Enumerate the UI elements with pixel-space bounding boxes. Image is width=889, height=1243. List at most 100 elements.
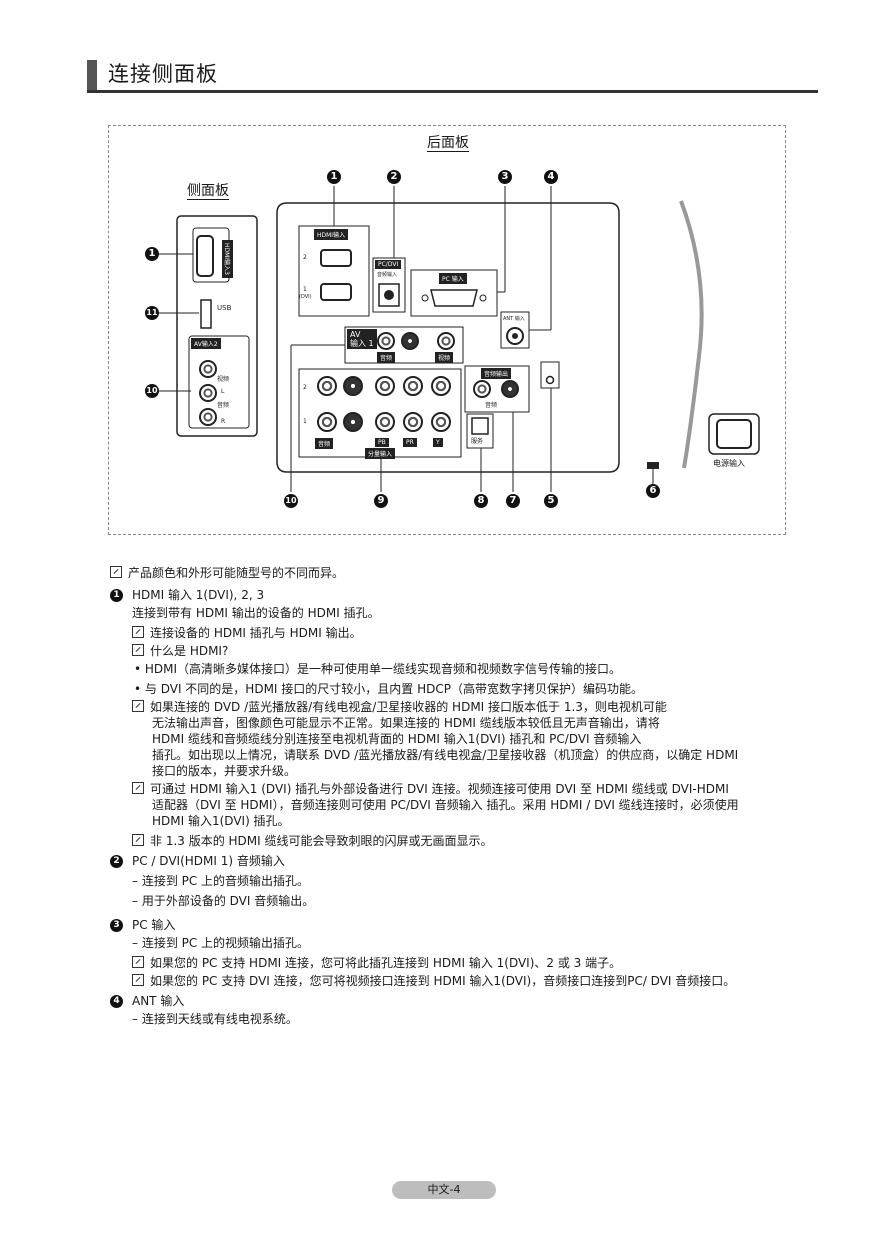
headphone-block [540, 361, 560, 389]
ant-center [512, 333, 518, 339]
callout-5: 5 [544, 494, 558, 508]
section-1-note-3-l4: 插孔。如出现以上情况，请联系 DVD /蓝光播放器/有线电视盒/卫星接收器（机顶… [152, 748, 739, 762]
section-4-title: ANT 输入 [132, 994, 185, 1008]
comp-pr-label: PR [403, 438, 417, 447]
section-1-note-4-l3: HDMI 输入1(DVI) 插孔。 [152, 814, 290, 828]
pc-in-label: PC 输入 [439, 273, 467, 284]
comp1-y [431, 412, 451, 432]
callout-10: 10 [284, 494, 298, 508]
section-1-note-4-l2: 适配器（DVI 至 HDMI），音频连接则可使用 PC/DVI 音频输入 插孔。… [152, 798, 739, 812]
section-bullet-1: 1 [110, 589, 123, 602]
hdmi-row-1-sub: (DVI) [299, 294, 312, 300]
headphone-jack [545, 375, 555, 385]
comp1-audio-r [343, 412, 363, 432]
callout-1-side: 1 [145, 247, 159, 261]
comp2-pb [375, 376, 395, 396]
comp-row-1: 1 [303, 418, 307, 425]
memo-icon [132, 644, 144, 656]
memo-icon [132, 700, 144, 712]
comp-pb-label: PB [375, 438, 389, 447]
service-port [471, 417, 489, 435]
side-panel-label: 侧面板 [187, 183, 229, 199]
side-hdmi-label: HDMI输入3 [222, 240, 233, 278]
diagram-drawing [159, 186, 760, 492]
av1-label: AV 输入 1 [347, 329, 377, 349]
hdmi-row-1: 1 [303, 286, 307, 293]
callout-4: 4 [544, 170, 558, 184]
section-3-note-2: 如果您的 PC 支持 DVI 连接，您可将视频接口连接到 HDMI 输入1(DV… [132, 973, 735, 989]
callout-10-side: 10 [145, 384, 159, 398]
side-av2-label: AV输入2 [191, 338, 221, 349]
callout-1: 1 [327, 170, 341, 184]
section-1-note-2: 什么是 HDMI? [132, 643, 228, 659]
pcdvi-jack [384, 290, 394, 300]
side-audio-label: 音频 [217, 402, 230, 409]
power-label: 电源输入 [713, 459, 745, 468]
hdmi1-port [320, 283, 352, 301]
pcdvi-sub: 音频输入 [377, 272, 398, 278]
section-1-bullet-1: • HDMI（高清晰多媒体接口）是一种可使用单一缆线实现音频和视频数字信号传输的… [134, 662, 622, 676]
section-1-note-5: 非 1.3 版本的 HDMI 缆线可能会导致刺眼的闪屏或无画面显示。 [132, 833, 493, 849]
comp-y-label: Y [433, 438, 443, 447]
page-title: 连接侧面板 [108, 62, 218, 86]
comp-row-2: 2 [303, 384, 307, 391]
section-1-title: HDMI 输入 1(DVI), 2, 3 [132, 588, 265, 602]
hdmi2-port [320, 249, 352, 267]
section-2-desc-2: – 用于外部设备的 DVI 音频输出。 [132, 894, 315, 908]
side-audio-l-jack [199, 384, 217, 402]
side-av2-frame [188, 335, 250, 429]
side-hdmi-port [196, 235, 214, 277]
audio-out-r [501, 380, 519, 398]
vga-screw-left [421, 294, 429, 302]
connection-diagram: 后面板 侧面板 [108, 125, 786, 535]
av1-audio-label: 音频 [377, 352, 396, 363]
section-1-desc: 连接到带有 HDMI 输出的设备的 HDMI 插孔。 [132, 606, 380, 620]
comp2-pr [403, 376, 423, 396]
section-bullet-4: 4 [110, 995, 123, 1008]
callout-8: 8 [474, 494, 488, 508]
section-3-title: PC 输入 [132, 918, 176, 932]
side-usb-port [200, 299, 212, 329]
section-1-note-4: 可通过 HDMI 输入1 (DVI) 插孔与外部设备进行 DVI 连接。视频连接… [132, 781, 729, 797]
side-video-jack [199, 360, 217, 378]
hdmi-row-2: 2 [303, 254, 307, 261]
memo-icon [132, 956, 144, 968]
vga-port [430, 289, 478, 307]
hdmi-in-label: HDMI输入 [314, 229, 349, 240]
tv-edge-curve [679, 200, 704, 469]
comp2-audio-r [343, 376, 363, 396]
section-1-note-3: 如果连接的 DVD /蓝光播放器/有线电视盒/卫星接收器的 HDMI 接口版本低… [132, 699, 667, 715]
side-usb-label: USB [217, 304, 232, 312]
av1-video-jack [437, 332, 455, 350]
memo-icon [132, 782, 144, 794]
side-audio-l: L [221, 388, 225, 395]
section-1-note-3-l5: 接口的版本，并要求升级。 [152, 764, 297, 778]
section-bullet-2: 2 [110, 855, 123, 868]
comp1-audio-l [317, 412, 337, 432]
section-2-desc-1: – 连接到 PC 上的音频输出插孔。 [132, 874, 310, 888]
side-audio-r: R [221, 418, 226, 425]
side-audio-r-jack [199, 408, 217, 426]
section-1-note-1: 连接设备的 HDMI 插孔与 HDMI 输出。 [132, 625, 362, 641]
memo-icon [132, 974, 144, 986]
audio-out-label: 音频输出 [481, 368, 512, 379]
memo-icon [132, 626, 144, 638]
av1-audio-r-jack [401, 332, 419, 350]
memo-icon [110, 566, 122, 578]
av1-audio-l-jack [377, 332, 395, 350]
callout-9: 9 [374, 494, 388, 508]
comp1-pb [375, 412, 395, 432]
comp-label: 分量输入 [365, 448, 396, 459]
comp-audio-label: 音频 [315, 438, 334, 449]
section-2-title: PC / DVI(HDMI 1) 音频输入 [132, 854, 285, 868]
ant-label: ANT 输入 [503, 316, 525, 322]
header-rule [87, 90, 818, 93]
header-bar [87, 60, 97, 93]
comp2-audio-l [317, 376, 337, 396]
page-number: 中文-4 [392, 1181, 496, 1199]
memo-icon [132, 834, 144, 846]
section-3-note-1: 如果您的 PC 支持 HDMI 连接，您可将此插孔连接到 HDMI 输入 1(D… [132, 955, 621, 971]
section-3-desc: – 连接到 PC 上的视频输出插孔。 [132, 936, 310, 950]
vga-screw-right [479, 294, 487, 302]
callout-2: 2 [387, 170, 401, 184]
